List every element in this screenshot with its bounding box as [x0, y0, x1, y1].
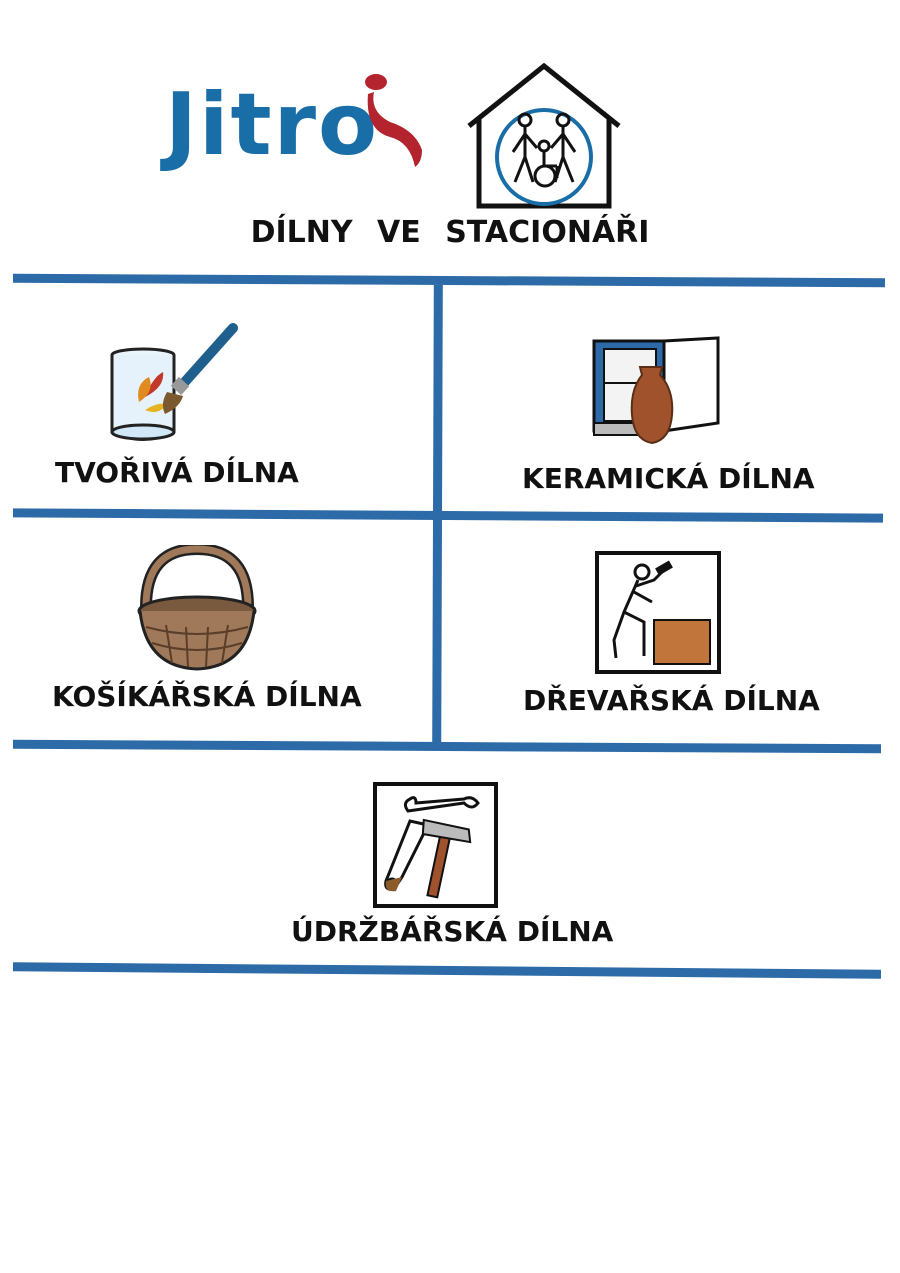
logo-wordmark: Jitro — [165, 75, 380, 175]
grid-line-row2 — [12, 739, 882, 754]
house-with-people-icon — [467, 62, 621, 209]
workshop-label-creative: TVOŘIVÁ DÍLNA — [55, 456, 299, 489]
logo-swoosh-icon — [365, 74, 422, 167]
workshop-label-maintenance: ÚDRŽBÁŘSKÁ DÍLNA — [291, 915, 614, 948]
workshop-label-basketry: KOŠÍKÁŘSKÁ DÍLNA — [52, 680, 362, 713]
glass-paint-brush-icon — [110, 323, 238, 441]
workshop-label-woodwork: DŘEVAŘSKÁ DÍLNA — [523, 684, 820, 717]
kiln-vase-icon — [592, 336, 720, 445]
workshop-label-ceramic: KERAMICKÁ DÍLNA — [522, 462, 815, 495]
grid-line-row1 — [12, 508, 884, 523]
tools-icon — [373, 782, 498, 908]
grid-line-vertical — [432, 284, 443, 751]
woodworker-icon — [595, 551, 721, 674]
grid-line-bottom — [12, 962, 882, 979]
grid-line-top — [12, 273, 886, 288]
basket-icon — [137, 545, 257, 671]
page-subtitle: DÍLNY VE STACIONÁŘI — [250, 215, 650, 250]
